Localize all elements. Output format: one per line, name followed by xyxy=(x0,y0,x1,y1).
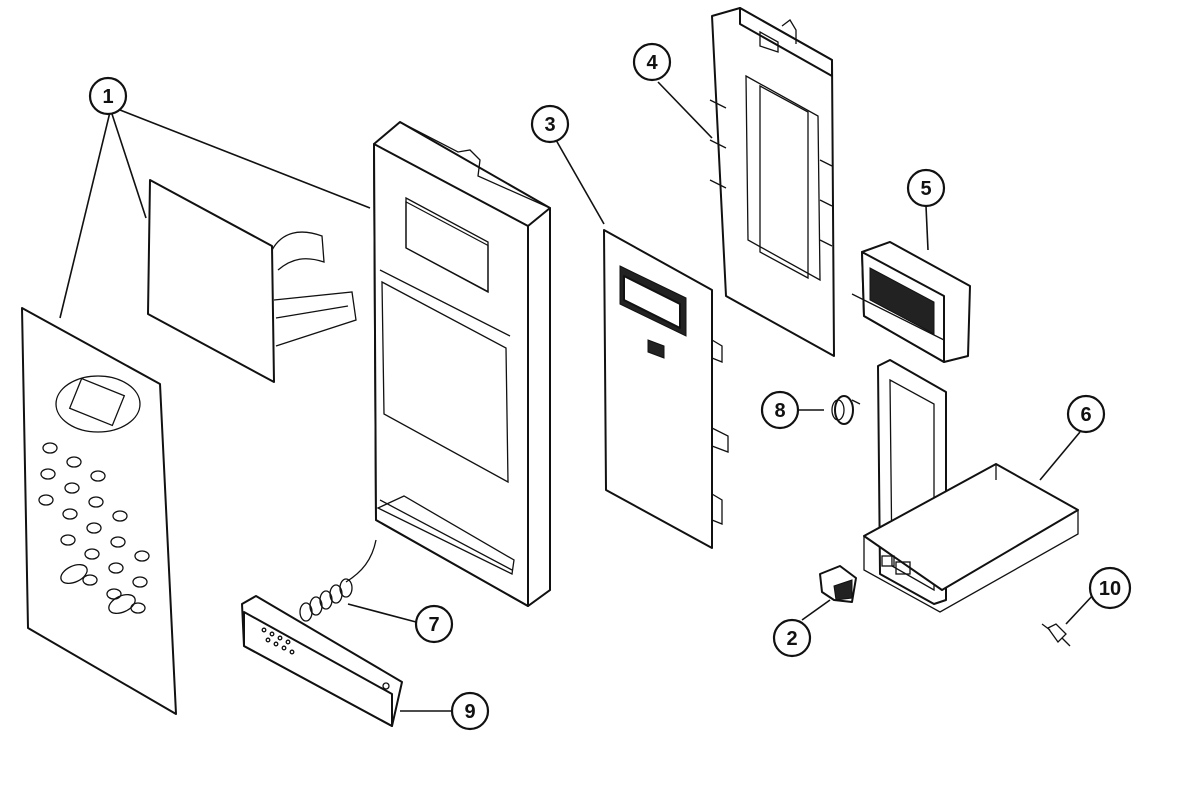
callout-4-label: 4 xyxy=(646,52,658,74)
callout-7: 7 xyxy=(414,604,454,644)
latch-frame xyxy=(709,7,835,357)
release-button xyxy=(241,595,403,727)
callout-6: 6 xyxy=(1066,394,1106,434)
membrane-switch xyxy=(147,179,357,383)
pc-board xyxy=(603,229,729,549)
switch xyxy=(819,565,857,603)
callout-4: 4 xyxy=(632,42,672,82)
lens xyxy=(831,395,861,425)
spring xyxy=(299,539,377,622)
callout-8-label: 8 xyxy=(774,400,785,422)
callout-7-label: 7 xyxy=(428,614,439,636)
callout-1-label: 1 xyxy=(102,86,113,108)
thermal-fuse xyxy=(1041,623,1071,647)
callout-6-label: 6 xyxy=(1080,404,1091,426)
control-panel-frame xyxy=(373,121,551,607)
callout-9-label: 9 xyxy=(464,701,475,723)
callout-1: 1 xyxy=(88,76,128,116)
callout-8: 8 xyxy=(760,390,800,430)
callout-3: 3 xyxy=(530,104,570,144)
callout-2-label: 2 xyxy=(786,628,797,650)
mounting-bracket xyxy=(863,359,1079,613)
callout-9: 9 xyxy=(450,691,490,731)
callout-3-label: 3 xyxy=(544,114,555,136)
callout-2: 2 xyxy=(772,618,812,658)
callout-5-label: 5 xyxy=(920,178,931,200)
callout-5: 5 xyxy=(906,168,946,208)
keypad-overlay xyxy=(21,307,177,715)
vent-grille xyxy=(851,241,971,363)
button-dots xyxy=(261,627,295,655)
leader-lines xyxy=(59,81,1095,712)
callout-10: 10 xyxy=(1088,566,1132,610)
keypad-buttons xyxy=(38,442,150,615)
callout-10-label: 10 xyxy=(1099,578,1121,600)
